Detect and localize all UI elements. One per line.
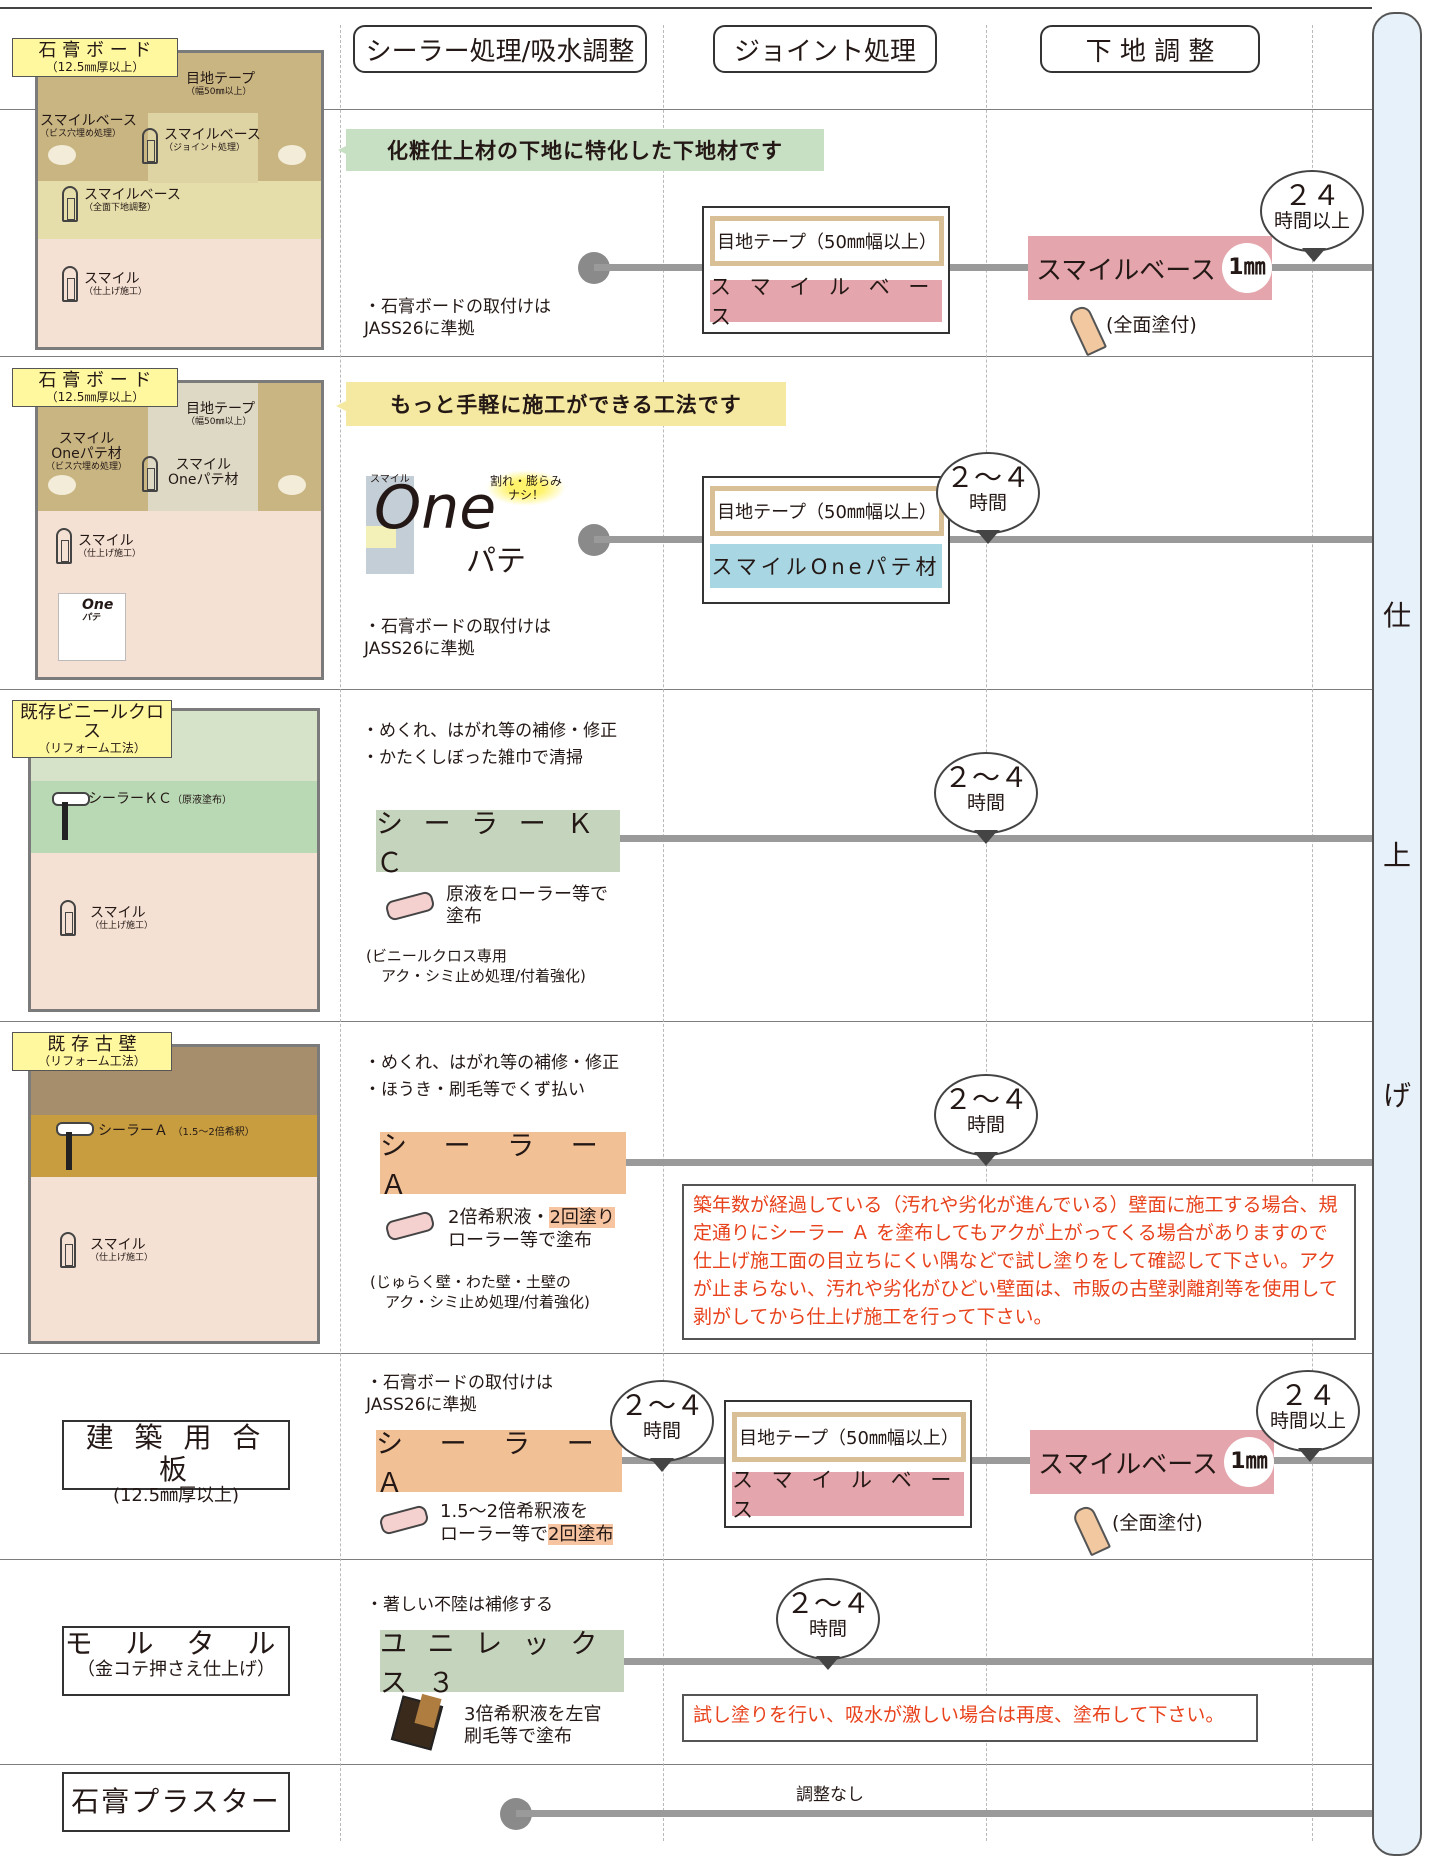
row4-label-sa: シーラーＡ （1.5～2倍希釈） — [98, 1123, 255, 1139]
row1-base-note: (全面塗付) — [1106, 314, 1197, 336]
row4-roller-text: 2倍希釈液・2回塗りローラー等で塗布 — [448, 1207, 615, 1251]
thickness-badge: 1㎜ — [1223, 1437, 1274, 1487]
row3-illustration — [28, 708, 320, 1012]
row3-sealer-box: シ ー ラ ー Ｋ Ｃ — [376, 809, 620, 879]
row4-foot: (じゅらく壁・わた壁・土壁の アク・シミ止め処理/付着強化) — [370, 1273, 590, 1311]
row1-label-sb2: スマイルベース（ジョイント処理） — [164, 127, 261, 154]
row4-label-sm: スマイル（仕上げ施工） — [90, 1237, 154, 1264]
row5-base-note: (全面塗付) — [1112, 1512, 1203, 1534]
row7-flow-line — [516, 1810, 1372, 1817]
finish-char-3: げ — [1382, 1079, 1411, 1112]
row7-note: 調整なし — [796, 1785, 864, 1805]
row1-label-tape: 目地テープ（幅50㎜以上） — [186, 71, 256, 98]
bubble-tail — [974, 1152, 998, 1166]
tube-icon — [142, 456, 158, 492]
row1-label-sb1: スマイルベース（ビス穴埋め処理） — [40, 113, 137, 140]
one-pate-logo: スマイル One パテ 割れ・膨らみ ナシ！ — [366, 470, 576, 580]
roller-icon — [378, 1504, 430, 1536]
roller-icon — [56, 1122, 94, 1136]
row5-roller-text: 1.5～2倍希釈液をローラー等で2回塗布 — [440, 1501, 614, 1545]
row2-banner-arrow — [336, 396, 356, 416]
row1-banner-arrow — [338, 140, 358, 160]
row5-joint-box: 目地テープ（50㎜幅以上） ス マ イ ル ベ ー ス — [724, 1400, 972, 1528]
row1-label-sm: スマイル（仕上げ施工） — [84, 271, 148, 298]
bubble-tail — [650, 1458, 674, 1472]
row5-sealer-box: シ ー ラ ー Ａ — [376, 1429, 622, 1499]
row5-base-box: スマイルベース 1㎜ — [1030, 1430, 1274, 1494]
finish-column: 仕 上 げ — [1372, 12, 1422, 1856]
spatula-icon — [1070, 1503, 1112, 1557]
bubble-tail — [976, 530, 1000, 544]
row2-joint-box: 目地テープ（50㎜幅以上） スマイルOneパテ材 — [702, 476, 950, 604]
row1-flow-line — [594, 264, 1372, 271]
row3-foot: (ビニールクロス専用 アク・シミ止め処理/付着強化) — [366, 947, 586, 985]
tube-icon — [142, 128, 158, 164]
row1-note: ・石膏ボードの取付けは JASS26に準拠 — [364, 297, 551, 339]
row5-flow-line — [622, 1457, 1372, 1464]
bubble-tail — [1298, 1448, 1322, 1462]
row2-illustration — [35, 380, 324, 680]
row7-name: 石膏プラスター — [62, 1772, 290, 1832]
tube-icon — [56, 528, 72, 564]
row5-note: ・石膏ボードの取付けは JASS26に準拠 — [366, 1373, 553, 1415]
header-base: 下 地 調 整 — [1040, 25, 1260, 73]
row3-label-kc: シーラーＫＣ（原液塗布） — [88, 791, 232, 807]
bubble-tail — [974, 830, 998, 844]
row4-note: ・めくれ、はがれ等の補修・修正 ・ほうき・刷毛等でくず払い — [364, 1053, 620, 1100]
header-sealer: シーラー処理/吸水調整 — [353, 25, 647, 73]
row6-sealer-box: ユ ニ レ ッ ク ス ３ — [380, 1629, 624, 1699]
tube-icon — [60, 1232, 76, 1268]
row2-label-sm: スマイル（仕上げ施工） — [78, 533, 142, 560]
row1-base-box: スマイルベース 1㎜ — [1028, 236, 1272, 300]
tube-icon — [62, 266, 78, 302]
row6-brush-text: 3倍希釈液を左官 刷毛等で塗布 — [464, 1704, 602, 1747]
row6-warning: 試し塗りを行い、吸水が激しい場合は再度、塗布して下さい。 — [682, 1694, 1258, 1742]
row4-illustration — [28, 1044, 320, 1344]
roller-icon — [52, 792, 90, 806]
row5-name: 建 築 用 合 板(12.5㎜厚以上) — [62, 1420, 290, 1506]
row2-tag: 石 膏 ボ ー ド（12.5㎜厚以上） — [12, 368, 178, 407]
row1-joint-box: 目地テープ（50㎜幅以上） ス マ イ ル ベ ー ス — [702, 206, 950, 334]
row3-note: ・めくれ、はがれ等の補修・修正 ・かたくしぼった雑巾で清掃 — [362, 721, 618, 768]
row2-banner: もっと手軽に施工ができる工法です — [346, 382, 786, 426]
row3-label-sm: スマイル（仕上げ施工） — [90, 905, 154, 932]
roller-icon — [384, 890, 436, 922]
tube-icon — [60, 900, 76, 936]
bubble-tail — [816, 1656, 840, 1670]
row1-banner: 化粧仕上材の下地に特化した下地材です — [346, 129, 824, 171]
row4-warning: 築年数が経過している（汚れや劣化が進んでいる）壁面に施工する場合、規定通りにシー… — [682, 1184, 1356, 1340]
roller-icon — [384, 1210, 436, 1242]
row6-name: モ ル タ ル（金コテ押さえ仕上げ） — [62, 1626, 290, 1696]
finish-char-1: 仕 — [1382, 599, 1411, 632]
bubble-tail — [1302, 248, 1326, 262]
row4-flow-line — [626, 1159, 1372, 1166]
finish-char-2: 上 — [1382, 839, 1411, 872]
row4-sealer-box: シ ー ラ ー Ａ — [380, 1131, 626, 1201]
row1-tag: 石 膏 ボ ー ド（12.5㎜厚以上） — [12, 38, 178, 77]
row3-tag: 既存ビニールクロス（リフォーム工法） — [12, 700, 172, 758]
row4-tag: 既 存 古 壁（リフォーム工法） — [12, 1032, 172, 1071]
row2-label-one1: スマイル Oneパテ材（ビス穴埋め処理） — [46, 431, 128, 473]
row3-roller-text: 原液をローラー等で 塗布 — [446, 884, 608, 927]
tube-icon — [62, 186, 78, 222]
row1-label-sb3: スマイルベース（全面下地調整） — [84, 187, 181, 214]
row6-flow-line — [624, 1658, 1372, 1665]
row2-label-tape: 目地テープ（幅50㎜以上） — [186, 401, 256, 428]
header-joint: ジョイント処理 — [713, 25, 937, 73]
roller-handle — [66, 1132, 72, 1170]
roller-handle — [62, 802, 68, 840]
thickness-badge: 1㎜ — [1221, 243, 1272, 293]
row2-note: ・石膏ボードの取付けは JASS26に準拠 — [364, 617, 551, 659]
row2-label-one2: スマイル Oneパテ材 — [168, 457, 239, 488]
spatula-icon — [1066, 303, 1108, 357]
row6-note: ・著しい不陸は補修する — [366, 1595, 553, 1615]
